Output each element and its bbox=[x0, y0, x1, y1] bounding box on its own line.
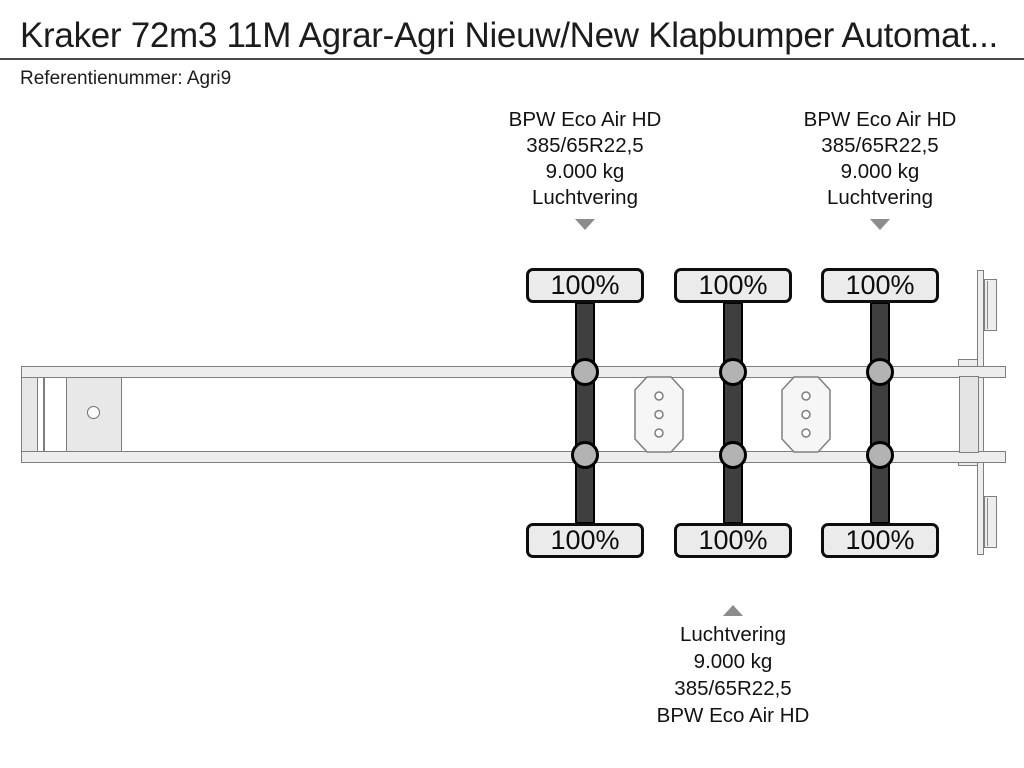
page-title: Kraker 72m3 11M Agrar-Agri Nieuw/New Kla… bbox=[20, 16, 998, 55]
reference-number: Referentienummer: Agri9 bbox=[20, 68, 232, 89]
bumper-endplate-top bbox=[984, 279, 997, 331]
arrow-down-icon bbox=[870, 219, 890, 230]
bumper-endplate-bottom bbox=[984, 496, 997, 548]
spec-line: 385/65R22,5 bbox=[674, 677, 792, 700]
wheel-hub bbox=[571, 441, 599, 469]
spec-line: 9.000 kg bbox=[545, 160, 625, 183]
spec-line: 9.000 kg bbox=[840, 160, 920, 183]
wheel-hub bbox=[571, 358, 599, 386]
chassis-rail-top bbox=[21, 366, 1006, 378]
bumper-endplate-top-line bbox=[987, 281, 989, 329]
bolt-hole bbox=[654, 390, 664, 401]
rear-cross-member bbox=[959, 376, 979, 453]
bolt-hole bbox=[801, 409, 811, 419]
wheel-hub bbox=[719, 441, 747, 469]
bolt-hole bbox=[801, 427, 811, 438]
spec-line: Luchtvering bbox=[680, 623, 786, 646]
axle-load-badge: 100% bbox=[674, 268, 792, 303]
kingpin bbox=[87, 406, 100, 419]
spec-line: BPW Eco Air HD bbox=[803, 108, 957, 131]
axle-bar bbox=[575, 302, 595, 524]
axle-load-badge: 100% bbox=[821, 268, 939, 303]
axle3-spec-annotation: BPW Eco Air HD 385/65R22,5 9.000 kg Luch… bbox=[730, 107, 1024, 211]
bolt-hole bbox=[801, 390, 811, 401]
bolt-hole bbox=[654, 427, 664, 438]
chassis-rail-bottom bbox=[21, 451, 1006, 463]
wheel-hub bbox=[866, 358, 894, 386]
spec-line: Luchtvering bbox=[827, 186, 933, 209]
wheel-hub bbox=[719, 358, 747, 386]
spec-line: BPW Eco Air HD bbox=[508, 108, 662, 131]
bolt-hole bbox=[654, 409, 664, 419]
arrow-down-icon bbox=[575, 219, 595, 230]
spec-line: 385/65R22,5 bbox=[526, 134, 644, 157]
axle-load-badge: 100% bbox=[526, 523, 644, 558]
bumper-endplate-bottom-line bbox=[987, 498, 989, 546]
axle1-spec-annotation: BPW Eco Air HD 385/65R22,5 9.000 kg Luch… bbox=[435, 107, 735, 211]
mid-cross-member bbox=[781, 375, 831, 453]
front-divider-line bbox=[43, 377, 45, 452]
axle-load-badge: 100% bbox=[526, 268, 644, 303]
arrow-up-icon bbox=[723, 605, 743, 616]
axle-3: 100% 100% bbox=[821, 268, 939, 558]
spec-line: 9.000 kg bbox=[693, 650, 773, 673]
mid-cross-member bbox=[634, 375, 684, 453]
spec-line: 385/65R22,5 bbox=[821, 134, 939, 157]
spec-line: Luchtvering bbox=[532, 186, 638, 209]
axle2-spec-annotation: Luchtvering 9.000 kg 385/65R22,5 BPW Eco… bbox=[583, 621, 883, 729]
front-cross-member bbox=[21, 366, 38, 463]
axle-2: 100% 100% bbox=[674, 268, 792, 558]
spec-line: BPW Eco Air HD bbox=[656, 704, 810, 727]
wheel-hub bbox=[866, 441, 894, 469]
title-divider bbox=[0, 58, 1024, 60]
axle-bar bbox=[723, 302, 743, 524]
axle-1: 100% 100% bbox=[526, 268, 644, 558]
axle-bar bbox=[870, 302, 890, 524]
axle-load-badge: 100% bbox=[674, 523, 792, 558]
axle-load-badge: 100% bbox=[821, 523, 939, 558]
